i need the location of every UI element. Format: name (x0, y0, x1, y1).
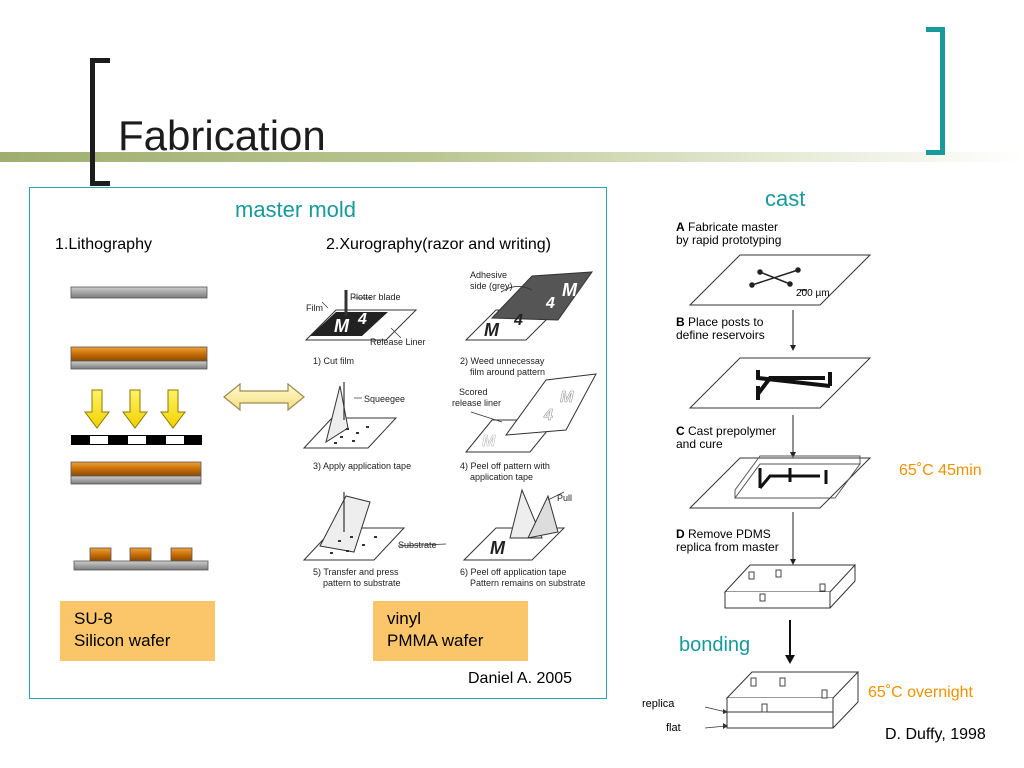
cast-heading: cast (765, 186, 806, 211)
svg-text:M: M (562, 280, 578, 300)
cast-step-text: replica from master (676, 540, 779, 554)
cast-step-a: A Fabricate master by rapid prototyping (676, 221, 781, 247)
cast-step-letter: B (676, 315, 685, 329)
right-bracket (926, 27, 945, 155)
citation-duffy: D. Duffy, 1998 (885, 726, 986, 743)
slide-title: Fabrication (118, 112, 326, 159)
cut-film-illustration: M 4 (304, 290, 418, 341)
cast-step-b: B Place posts to define reservoirs (676, 316, 765, 342)
title-accent-bar (0, 152, 1024, 162)
svg-text:M: M (490, 538, 506, 558)
peel-tape-illustration: M (462, 488, 566, 561)
left-bracket (90, 58, 110, 186)
svg-text:M: M (334, 316, 350, 336)
xurography-material-1: vinyl (387, 609, 422, 628)
channel-pattern (749, 267, 801, 288)
xuro-step-caption: application tape (470, 472, 534, 482)
cast-step-text: define reservoirs (676, 328, 765, 342)
svg-text:M: M (484, 320, 500, 340)
master-mold-heading: master mold (235, 197, 357, 222)
coated-wafer-base (70, 360, 208, 370)
cast-step-text: by rapid prototyping (676, 233, 782, 247)
master-mold-panel (29, 187, 607, 699)
svg-text:4: 4 (513, 312, 523, 329)
callout-scored-line2: release liner (452, 398, 502, 408)
weed-film-illustration: M 4 4 M (464, 271, 594, 341)
cast-step-letter: A (676, 220, 685, 234)
cast-process-diagram (688, 254, 872, 729)
su8-features (89, 547, 193, 562)
xuro-step-caption: 6) Peel off application tape (460, 567, 567, 577)
xurography-illustrations: M 4 M 4 4 M 4 M M (302, 271, 597, 561)
peel-pattern-illustration: 4 M M (464, 373, 597, 453)
bare-wafer (70, 286, 208, 299)
cast-step-text: and cure (676, 437, 723, 451)
callout-film: Film (306, 303, 323, 313)
lithography-diagram (70, 286, 209, 571)
xuro-step-caption: 3) Apply application tape (313, 461, 412, 471)
cast-step-c: C Cast prepolymer and cure (676, 425, 776, 451)
cast-step-text: Remove PDMS (688, 527, 771, 541)
coated-wafer-resist (70, 346, 208, 362)
lithography-label: 1.Lithography (55, 236, 152, 253)
double-arrow-icon (223, 382, 305, 412)
exposed-wafer-base (70, 475, 202, 485)
svg-text:M: M (482, 433, 496, 450)
cast-step-text: Place posts to (688, 315, 764, 329)
xuro-step-caption: 5) Transfer and press (313, 567, 399, 577)
callout-scored-line1: Scored (459, 387, 488, 397)
cast-step-letter: D (676, 527, 685, 541)
xuro-step-caption: Pattern remains on substrate (470, 578, 586, 588)
developed-wafer (73, 560, 209, 571)
uv-arrow-icon (84, 389, 186, 429)
citation-daniel: Daniel A. 2005 (468, 670, 573, 687)
callout-plotter-blade: Plotter blade (350, 292, 401, 302)
callout-adhesive-line2: side (grey) (470, 281, 513, 291)
cure-condition: 65˚C 45min (899, 462, 982, 479)
callout-adhesive-line1: Adhesive (470, 270, 508, 280)
xuro-step-caption: 4) Peel off pattern with (460, 461, 550, 471)
cast-step-letter: C (676, 424, 685, 438)
lithography-material-2: Silicon wafer (74, 631, 171, 650)
bond-label-flat: flat (666, 722, 681, 734)
cast-step-text: Cast prepolymer (688, 424, 777, 438)
transfer-illustration (302, 492, 447, 561)
bond-condition: 65˚C overnight (868, 684, 973, 701)
lithography-materials-box: SU-8 Silicon wafer (60, 601, 215, 661)
apply-tape-illustration (302, 382, 398, 449)
exposed-wafer-resist (70, 461, 202, 477)
scale-bar-label: 200 µm (796, 288, 830, 299)
svg-text:4: 4 (543, 407, 553, 424)
callout-squeegee: Squeegee (364, 394, 406, 404)
callout-pull: Pull (557, 493, 573, 503)
callout-substrate: Substrate (398, 540, 437, 550)
xurography-material-2: PMMA wafer (387, 631, 484, 650)
cast-step-d: D Remove PDMS replica from master (676, 528, 779, 554)
svg-text:4: 4 (545, 295, 555, 312)
callout-release-liner: Release Liner (370, 337, 426, 347)
xurography-materials-box: vinyl PMMA wafer (373, 601, 528, 661)
xuro-step-caption: pattern to substrate (323, 578, 401, 588)
xuro-step-caption: 1) Cut film (313, 356, 355, 366)
lithography-material-1: SU-8 (74, 609, 113, 628)
xuro-step-caption: 2) Weed unnecessay (460, 356, 545, 366)
svg-text:4: 4 (357, 311, 367, 328)
bond-label-replica: replica (642, 698, 675, 710)
xuro-step-caption: film around pattern (470, 367, 546, 377)
xurography-label: 2.Xurography(razor and writing) (326, 236, 551, 253)
svg-text:M: M (560, 389, 574, 406)
cast-step-text: Fabricate master (688, 220, 779, 234)
bonding-heading: bonding (679, 634, 751, 656)
